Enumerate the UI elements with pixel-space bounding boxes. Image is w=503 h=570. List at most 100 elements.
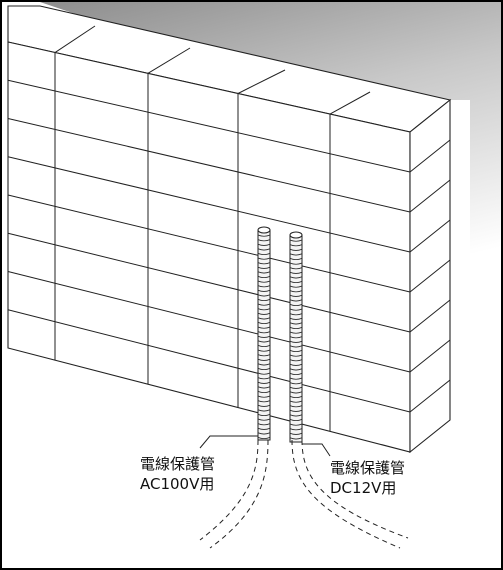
brick-course-line — [7, 309, 411, 413]
conduit-ring — [289, 253, 303, 256]
conduit-ring — [257, 418, 271, 421]
conduit-ring — [289, 391, 303, 394]
conduit-ring — [257, 299, 271, 302]
conduit-ring — [289, 437, 303, 440]
conduit-ring — [257, 257, 271, 260]
conduit-ring — [289, 304, 303, 307]
conduit-ring — [289, 290, 303, 293]
dc-conduit — [289, 231, 303, 443]
conduit-ring — [289, 368, 303, 371]
conduit-ring — [257, 391, 271, 394]
conduit-body — [257, 229, 271, 441]
brick-side-line — [409, 179, 451, 213]
conduit-ring — [257, 335, 271, 338]
brick-side-line — [409, 259, 451, 293]
conduit-ring — [289, 428, 303, 431]
conduit-ring — [289, 281, 303, 284]
conduit-ring — [257, 358, 271, 361]
conduit-cap — [289, 231, 303, 239]
brick-course-line — [7, 232, 411, 333]
ac-underground-left — [199, 439, 259, 541]
brick-top-joint — [147, 47, 191, 74]
conduit-ring — [257, 423, 271, 426]
conduit-ring — [289, 262, 303, 265]
background-gradient — [40, 2, 501, 320]
underground-lines — [199, 435, 409, 549]
conduit-ring — [257, 432, 271, 435]
conduit-ring — [289, 317, 303, 320]
conduit-ring — [257, 400, 271, 403]
conduit-ring — [257, 303, 271, 306]
brick-side-line — [409, 299, 451, 333]
conduit-ring — [257, 308, 271, 311]
conduit-ring — [257, 276, 271, 279]
ac-conduit — [257, 226, 271, 441]
conduit-ring — [257, 377, 271, 380]
conduit-ring — [257, 234, 271, 237]
conduit-ring — [289, 308, 303, 311]
brick-top-joint — [329, 91, 371, 115]
conduit-ring — [257, 437, 271, 440]
conduit-ring — [257, 349, 271, 352]
conduit-ring — [257, 409, 271, 412]
conduit-ring — [257, 354, 271, 357]
conduit-ring — [257, 239, 271, 242]
conduit-ring — [257, 326, 271, 329]
conduit-ring — [257, 271, 271, 274]
conduit-ring — [257, 427, 271, 430]
ac-label-line2: AC100V用 — [140, 475, 215, 493]
conduit-ring — [289, 432, 303, 435]
ac-conduit-label: 電線保護管 AC100V用 — [140, 454, 215, 494]
conduit-ring — [257, 372, 271, 375]
conduit-ring — [289, 386, 303, 389]
brick-course-line — [7, 79, 411, 173]
conduit-ring — [289, 271, 303, 274]
conduit-ring — [289, 267, 303, 270]
conduit-ring — [289, 248, 303, 251]
conduit-ring — [257, 395, 271, 398]
conduit-ring — [289, 258, 303, 261]
conduit-ring — [289, 322, 303, 325]
conduit-ring — [289, 313, 303, 316]
brick-course-line — [7, 194, 411, 293]
brick-top-joint — [54, 25, 96, 53]
conduit-ring — [257, 345, 271, 348]
conduit-ring — [257, 289, 271, 292]
conduit-ring — [289, 345, 303, 348]
dc-conduit-label: 電線保護管 DC12V用 — [330, 458, 405, 498]
conduit-ring — [289, 405, 303, 408]
conduit-ring — [289, 354, 303, 357]
dc-label-line1: 電線保護管 — [330, 459, 406, 477]
conduit-ring — [257, 262, 271, 265]
conduit-ring — [257, 280, 271, 283]
brick-side-line — [409, 379, 451, 413]
conduit-ring — [257, 368, 271, 371]
conduit-ring — [257, 266, 271, 269]
brick-side-line — [409, 339, 451, 373]
conduit-ring — [289, 419, 303, 422]
conduit-ring — [289, 239, 303, 242]
conduit-ring — [289, 331, 303, 334]
conduit-ring — [257, 340, 271, 343]
brick-course-line — [7, 271, 411, 373]
conduit-ring — [257, 414, 271, 417]
conduit-ring — [257, 285, 271, 288]
conduit-ring — [289, 299, 303, 302]
conduit-ring — [257, 386, 271, 389]
conduit-ring — [257, 294, 271, 297]
conduit-ring — [289, 285, 303, 288]
conduits — [257, 226, 303, 443]
conduit-ring — [257, 363, 271, 366]
conduit-ring — [289, 377, 303, 380]
conduit-ring — [257, 243, 271, 246]
conduit-ring — [289, 276, 303, 279]
dc-label-line2: DC12V用 — [330, 479, 397, 497]
conduit-ring — [257, 381, 271, 384]
conduit-ring — [289, 373, 303, 376]
conduit-ring — [289, 414, 303, 417]
conduit-cap — [257, 226, 271, 234]
conduit-ring — [289, 359, 303, 362]
ac-label-line1: 電線保護管 — [140, 455, 216, 473]
